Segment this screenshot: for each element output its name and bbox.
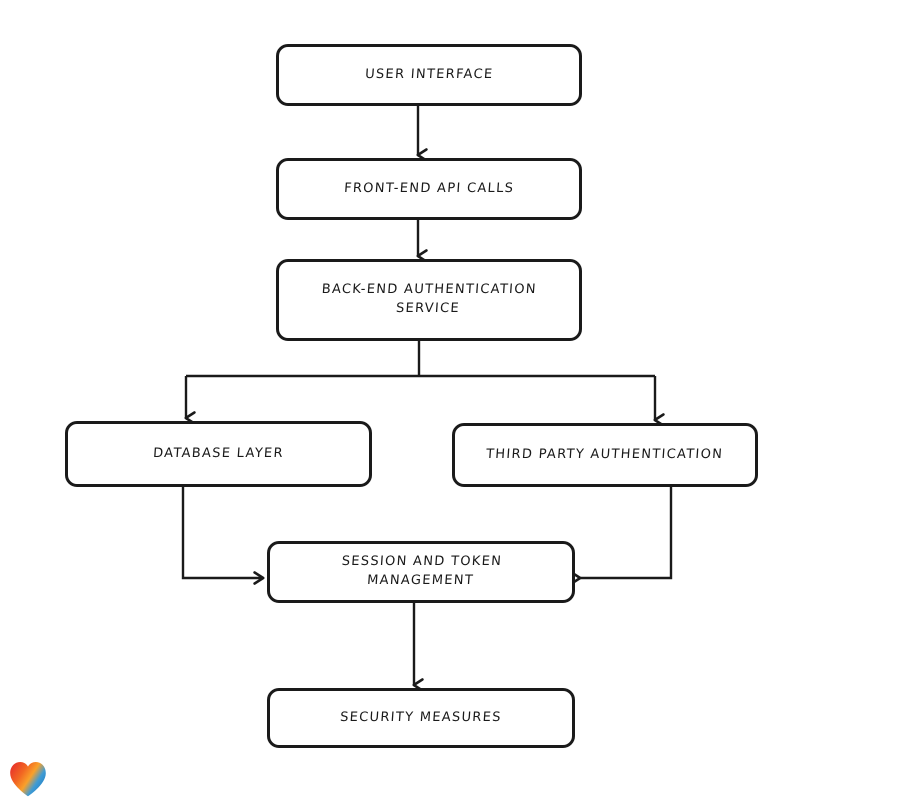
node-user-interface-label: User Interface: [364, 66, 494, 82]
node-security-measures[interactable]: Security Measures: [267, 688, 575, 748]
node-third-party-authentication-label: Third Party Authentication: [486, 446, 725, 462]
node-backend-authentication-service-label: Back-End Authentication Service: [321, 282, 538, 316]
node-security-measures-label: Security Measures: [339, 709, 503, 725]
node-third-party-authentication[interactable]: Third Party Authentication: [452, 423, 758, 487]
node-frontend-api-calls-label: Front-End API Calls: [343, 180, 515, 196]
node-session-and-token-management[interactable]: Session and Token Management: [267, 541, 575, 603]
node-user-interface[interactable]: User Interface: [276, 44, 582, 106]
node-backend-authentication-service[interactable]: Back-End Authentication Service: [276, 259, 582, 341]
node-database-layer[interactable]: Database Layer: [65, 421, 372, 487]
node-frontend-api-calls[interactable]: Front-End API Calls: [276, 158, 582, 220]
node-database-layer-label: Database Layer: [152, 445, 285, 461]
node-session-and-token-management-label: Session and Token Management: [340, 554, 503, 588]
heart-icon: [10, 762, 46, 797]
edge-database-layer-to-session-token: [181, 487, 265, 585]
edge-third-party-auth-to-session-token: [570, 487, 673, 585]
